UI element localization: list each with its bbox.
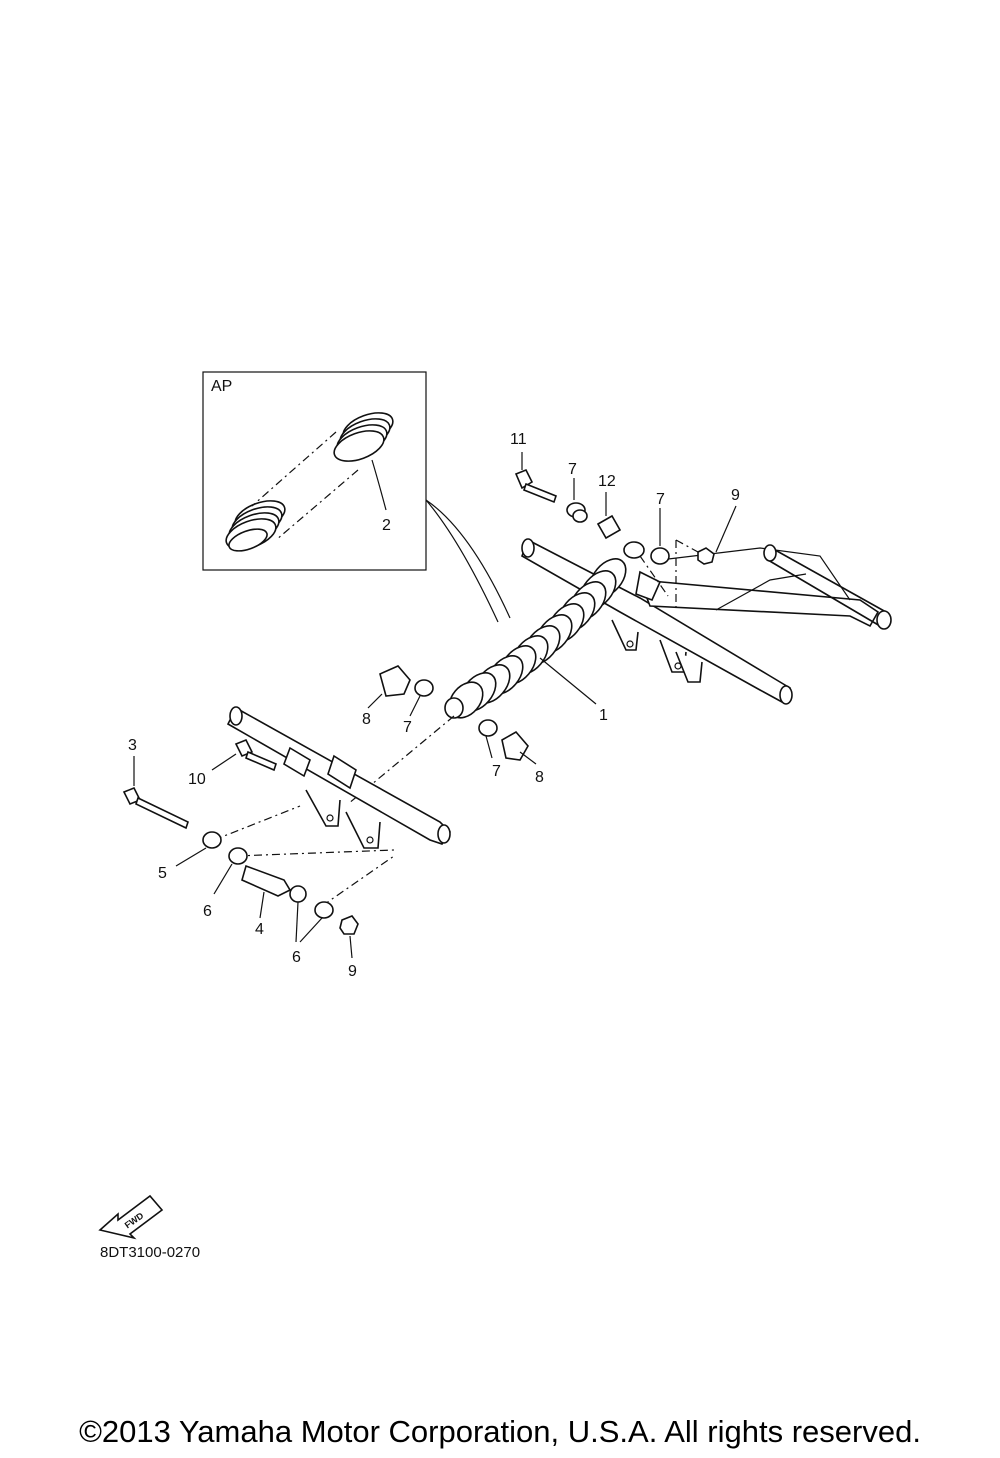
callout-4: 4 (255, 921, 264, 938)
callout-6b: 6 (292, 949, 301, 966)
bolt-10 (234, 738, 277, 772)
callouts: 1 2 3 4 5 6 6 7 7 7 7 8 8 9 9 10 11 12 (128, 431, 740, 980)
copyright-notice: ©2013 Yamaha Motor Corporation, U.S.A. A… (79, 1414, 921, 1449)
shock-top-eye (623, 541, 645, 559)
callout-3: 3 (128, 737, 137, 754)
callout-9b: 9 (348, 963, 357, 980)
nut-9-top (697, 547, 715, 565)
nut-9-bottom (339, 915, 359, 935)
inset-label: AP (211, 378, 232, 395)
callout-12: 12 (598, 473, 616, 490)
inset-leader (425, 499, 511, 619)
bushing-7-low (478, 719, 498, 737)
bushing-7-top (566, 502, 588, 523)
callout-7a: 7 (568, 461, 577, 478)
bushing-7-mid (414, 679, 434, 697)
shock-bottom-eye (444, 697, 464, 719)
bushing-7-right (650, 547, 670, 565)
bellows-lower (225, 500, 286, 552)
callout-11: 11 (510, 431, 527, 448)
callout-6a: 6 (203, 903, 212, 920)
fwd-arrow-icon: FWD (98, 1194, 164, 1240)
washer-6-left (228, 847, 248, 865)
callout-8a: 8 (362, 711, 371, 728)
callout-10: 10 (188, 771, 206, 788)
callout-8b: 8 (535, 769, 544, 786)
callout-7d: 7 (492, 763, 501, 780)
collar-8-top (379, 665, 411, 697)
callout-leaders (133, 452, 737, 959)
bolt-3 (122, 786, 189, 830)
callout-7b: 7 (656, 491, 665, 508)
callout-1: 1 (599, 707, 608, 724)
bolt-11 (514, 468, 557, 504)
callout-2: 2 (382, 517, 391, 534)
washer-6-right (289, 885, 334, 919)
pin-4 (241, 864, 292, 897)
callout-5: 5 (158, 865, 167, 882)
collar-12 (596, 514, 622, 540)
callout-9a: 9 (731, 487, 740, 504)
shock-absorber (444, 541, 645, 719)
spring (448, 558, 627, 719)
callout-7c: 7 (403, 719, 412, 736)
bellows-upper (333, 412, 394, 462)
washer-5 (202, 831, 222, 849)
inset-ap: AP (202, 371, 427, 571)
lower-arm (226, 706, 452, 849)
drawing-code: 8DT3100-0270 (100, 1244, 201, 1261)
